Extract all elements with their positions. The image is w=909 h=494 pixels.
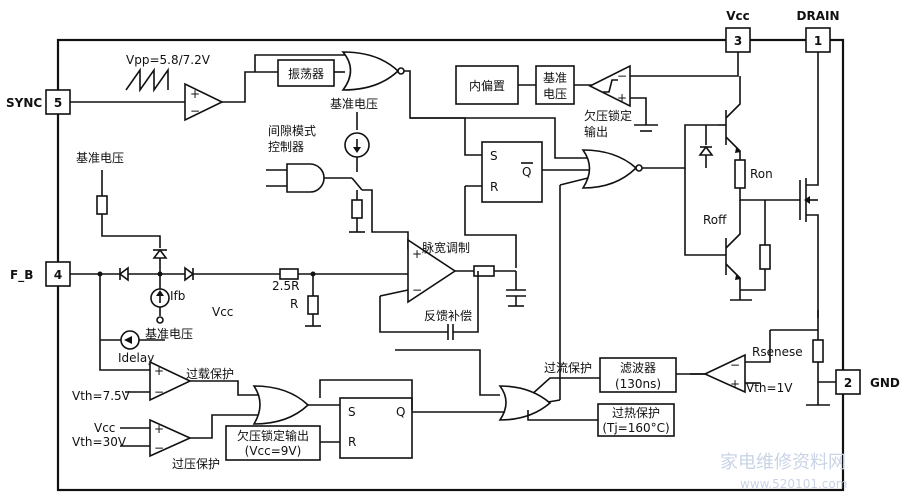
- svg-text:基准: 基准: [543, 71, 567, 85]
- power-mosfet: [799, 52, 819, 330]
- svg-text:间隙模式: 间隙模式: [268, 124, 316, 138]
- svg-text:Vth=1V: Vth=1V: [746, 381, 793, 395]
- overcurrent-comparator: [703, 353, 746, 394]
- svg-text:Vth=7.5V: Vth=7.5V: [72, 389, 131, 403]
- svg-text:+: +: [154, 422, 164, 436]
- svg-text:过流保护: 过流保护: [544, 361, 592, 375]
- resistor-2-5r: [279, 268, 299, 280]
- svg-text:1: 1: [814, 34, 822, 48]
- thermal-box: [597, 403, 675, 437]
- pwm-comparator: [407, 238, 457, 304]
- svg-text:控制器: 控制器: [268, 140, 304, 154]
- svg-text:Q: Q: [522, 165, 531, 179]
- svg-text:SYNC: SYNC: [6, 96, 42, 110]
- fault-or-gate: [498, 385, 552, 421]
- svg-text:F_B: F_B: [10, 268, 33, 283]
- svg-text:欠压锁定输出: 欠压锁定输出: [237, 428, 309, 443]
- oscillator-nor-gate: [341, 51, 400, 91]
- overvoltage-comparator: [149, 418, 192, 458]
- svg-text:反馈补偿: 反馈补偿: [424, 308, 472, 323]
- svg-text:−: −: [154, 441, 164, 455]
- resistor-r: [307, 295, 319, 315]
- svg-text:S: S: [348, 405, 356, 419]
- svg-text:(130ns): (130ns): [615, 377, 661, 391]
- svg-text:Vcc: Vcc: [94, 421, 115, 435]
- svg-text:振荡器: 振荡器: [288, 67, 324, 81]
- svg-text:Ron: Ron: [750, 167, 773, 181]
- overload-comparator: [149, 360, 192, 402]
- svg-text:5: 5: [54, 96, 62, 110]
- oscillator-box: [277, 59, 335, 87]
- sr-flipflop-top: [481, 141, 543, 203]
- svg-text:内偏置: 内偏置: [469, 78, 505, 93]
- svg-text:−: −: [412, 283, 422, 297]
- svg-text:−: −: [617, 69, 627, 83]
- svg-text:−: −: [154, 385, 164, 399]
- uvlo-bottom-box: [225, 425, 321, 461]
- svg-text:(Tj=160°C): (Tj=160°C): [602, 421, 669, 435]
- svg-text:+: +: [154, 364, 164, 378]
- svg-text:R: R: [490, 180, 498, 194]
- svg-text:输出: 输出: [584, 124, 608, 139]
- svg-text:+: +: [730, 377, 740, 391]
- svg-text:脉宽调制: 脉宽调制: [422, 240, 470, 255]
- svg-text:过热保护: 过热保护: [612, 406, 660, 420]
- svg-text:www.520101.com: www.520101.com: [740, 477, 847, 491]
- svg-text:2: 2: [844, 376, 852, 390]
- svg-text:GND: GND: [870, 376, 900, 390]
- sawtooth-waveform: [125, 67, 169, 93]
- svg-text:R: R: [290, 297, 298, 311]
- watermark: 家电维修资料网: [720, 452, 846, 473]
- svg-text:DRAIN: DRAIN: [797, 9, 840, 23]
- svg-text:+: +: [190, 87, 200, 101]
- pin-gnd: 2 GND: [835, 369, 900, 395]
- svg-text:(Vcc=9V): (Vcc=9V): [245, 444, 302, 458]
- svg-text:过载保护: 过载保护: [186, 367, 234, 381]
- svg-text:−: −: [730, 358, 740, 372]
- sr-flipflop-bottom: [339, 397, 413, 459]
- uvlo-out-top-label: 欠压锁定: [584, 108, 632, 123]
- burst-switch: [351, 177, 363, 191]
- svg-text:基准电压: 基准电压: [76, 151, 124, 165]
- svg-text:2.5R: 2.5R: [272, 279, 299, 293]
- pin-fb: 4 F_B: [10, 261, 71, 287]
- svg-text:Rsenese: Rsenese: [752, 345, 803, 359]
- svg-text:+: +: [412, 247, 422, 261]
- svg-text:3: 3: [734, 34, 742, 48]
- zener-diode: [152, 248, 168, 259]
- svg-text:Vcc: Vcc: [726, 9, 750, 23]
- ron-resistor: [734, 159, 746, 189]
- svg-text:过压保护: 过压保护: [172, 457, 220, 471]
- svg-text:Roff: Roff: [703, 213, 727, 227]
- sync-comparator: [184, 82, 224, 122]
- svg-text:Ifb: Ifb: [170, 289, 185, 303]
- svg-text:Vth=30V: Vth=30V: [72, 435, 127, 449]
- svg-text:Vcc: Vcc: [212, 305, 233, 319]
- filter-box: [599, 357, 677, 393]
- svg-text:电压: 电压: [543, 87, 567, 101]
- svg-text:S: S: [490, 149, 498, 163]
- protection-or-gate: [252, 385, 310, 425]
- vpp-label: Vpp=5.8/7.2V: [126, 53, 211, 67]
- pin-vcc: 3 Vcc: [725, 9, 751, 53]
- svg-text:4: 4: [54, 268, 62, 282]
- pin-sync: 5 SYNC: [6, 89, 71, 115]
- pin-drain: 1 DRAIN: [797, 9, 840, 53]
- driver-nor-gate: [581, 149, 638, 189]
- svg-text:+: +: [617, 91, 627, 105]
- svg-text:Q: Q: [396, 405, 405, 419]
- svg-text:基准电压: 基准电压: [330, 97, 378, 111]
- internal-bias-box: [455, 65, 519, 105]
- rsense-resistor: [812, 339, 824, 363]
- svg-text:基准电压: 基准电压: [145, 327, 193, 341]
- svg-text:滤波器: 滤波器: [620, 361, 656, 375]
- svg-text:Idelay: Idelay: [118, 351, 154, 365]
- svg-text:R: R: [348, 435, 356, 449]
- svg-text:−: −: [190, 104, 200, 118]
- burst-mode-gate: [286, 163, 325, 193]
